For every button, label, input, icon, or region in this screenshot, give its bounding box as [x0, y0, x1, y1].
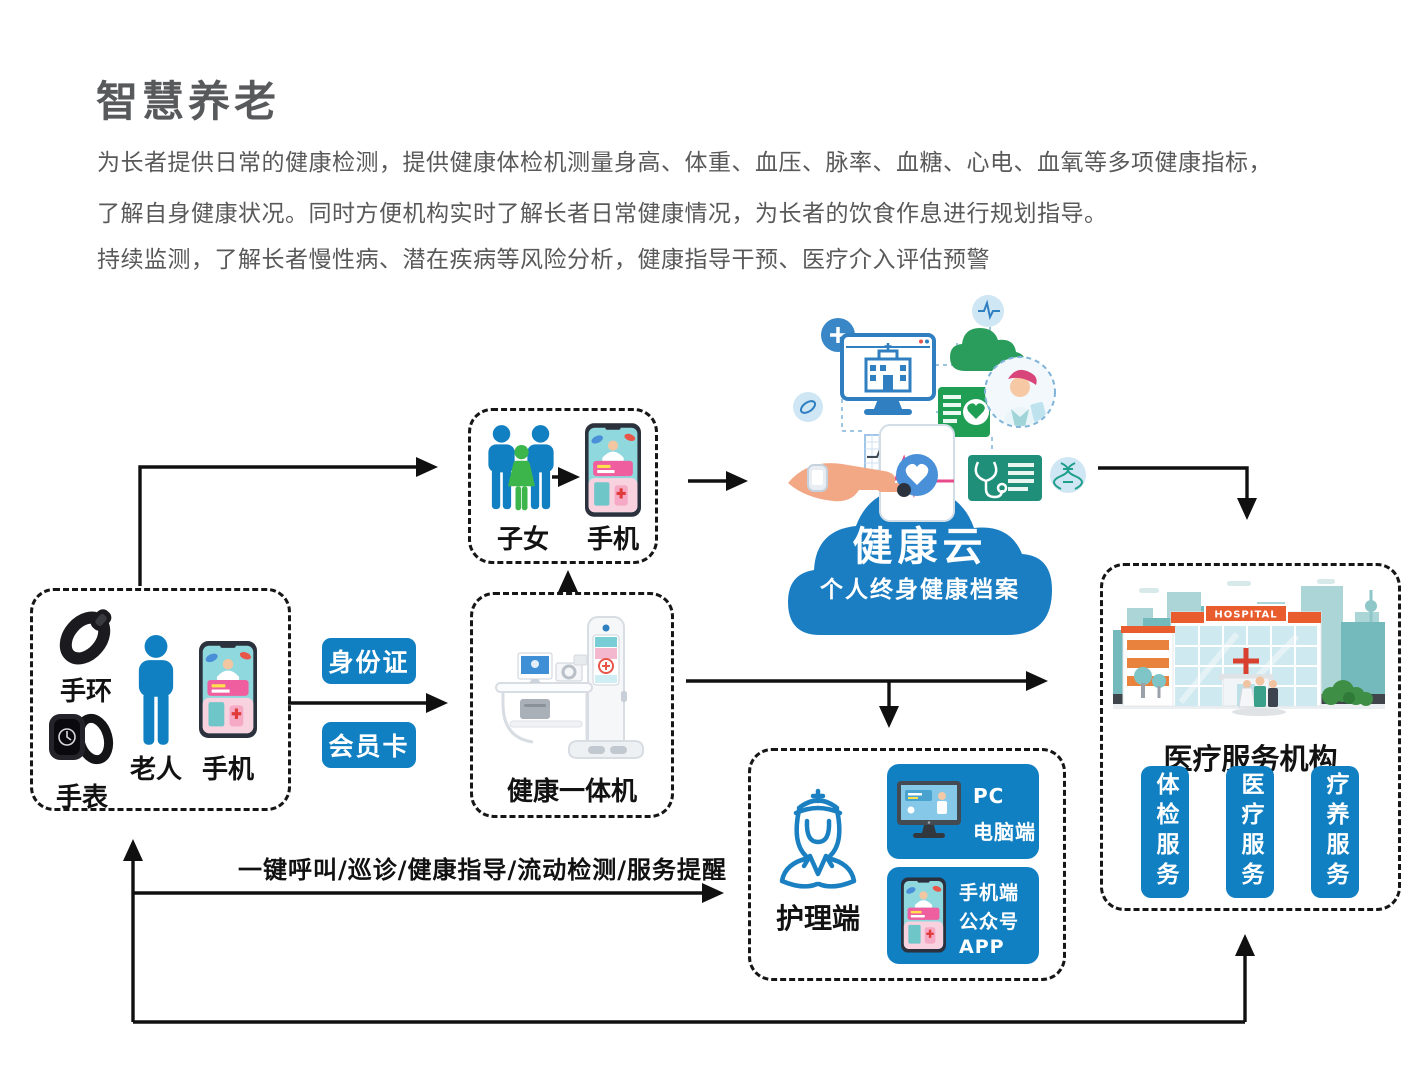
hospital-scene-icon — [1109, 572, 1391, 740]
pc-monitor-icon — [897, 781, 961, 839]
pc-label-line-1: PC — [973, 784, 1005, 808]
kiosk-label: 健康一体机 — [506, 777, 637, 807]
health-kiosk-icon — [490, 603, 655, 768]
service-arrow-label: 一键呼叫/巡诊/健康指导/流动检测/服务提醒 — [238, 856, 728, 884]
health-cloud-illustration — [788, 295, 1086, 635]
cloud-shape — [788, 488, 1052, 635]
cloud-title: 健康云 — [852, 524, 988, 570]
elder-label: 老人 — [129, 755, 182, 785]
arrow-cloud-to-hospital — [1098, 466, 1257, 520]
elder-person-icon — [133, 635, 179, 747]
app-phone-icon — [901, 877, 946, 953]
app-label-line-3: APP — [959, 936, 1005, 958]
description-line-3: 持续监测，了解长者慢性病、潜在疾病等风险分析，健康指导干预、医疗介入评估预警 — [97, 247, 990, 273]
arrow-elder-to-children — [138, 457, 438, 586]
pc-client-card: PC 电脑端 — [887, 764, 1039, 859]
service-pill-checkup: 体检服务 — [1141, 766, 1189, 898]
app-label-line-1: 手机端 — [959, 882, 1020, 904]
children-phone-label: 手机 — [586, 525, 639, 555]
service-pill-medical: 医疗服务 — [1226, 766, 1274, 898]
children-box: 子女 手机 — [468, 408, 658, 564]
nurse-icon — [775, 783, 861, 891]
nurse-box: 护理端 PC 电脑端 手机端 公众号 APP — [748, 748, 1066, 981]
wristband-icon — [55, 607, 117, 667]
wristband-label: 手环 — [59, 677, 112, 707]
service-pill-recuperation: 疗养服务 — [1311, 766, 1359, 898]
page-title: 智慧养老 — [96, 77, 281, 126]
nurse-label: 护理端 — [775, 902, 860, 935]
watch-label: 手表 — [55, 783, 108, 813]
watch-icon — [47, 709, 115, 769]
pc-label-line-2: 电脑端 — [973, 820, 1036, 844]
children-group-icon — [488, 425, 554, 511]
children-phone-icon — [585, 423, 641, 517]
description-line-2: 了解自身健康状况。同时方便机构实时了解长者日常健康情况，为长者的饮食作息进行规划… — [97, 201, 1108, 227]
children-label: 子女 — [496, 525, 549, 555]
elder-phone-icon — [199, 641, 257, 738]
app-label-line-2: 公众号 — [959, 911, 1020, 933]
mobile-client-card: 手机端 公众号 APP — [887, 867, 1039, 964]
id-card-chip: 身份证 — [322, 638, 416, 684]
description-line-1: 为长者提供日常的健康检测，提供健康体检机测量身高、体重、血压、脉率、血糖、心电、… — [97, 150, 1272, 176]
hospital-box: 医疗服务机构 体检服务 医疗服务 疗养服务 — [1100, 563, 1401, 911]
elder-phone-label: 手机 — [201, 755, 254, 785]
cloud-subtitle: 个人终身健康档案 — [820, 577, 1020, 603]
kiosk-box: 健康一体机 — [470, 592, 674, 818]
elder-group-box: 手环 手表 老人 手机 — [30, 588, 291, 813]
member-card-chip: 会员卡 — [322, 722, 416, 768]
